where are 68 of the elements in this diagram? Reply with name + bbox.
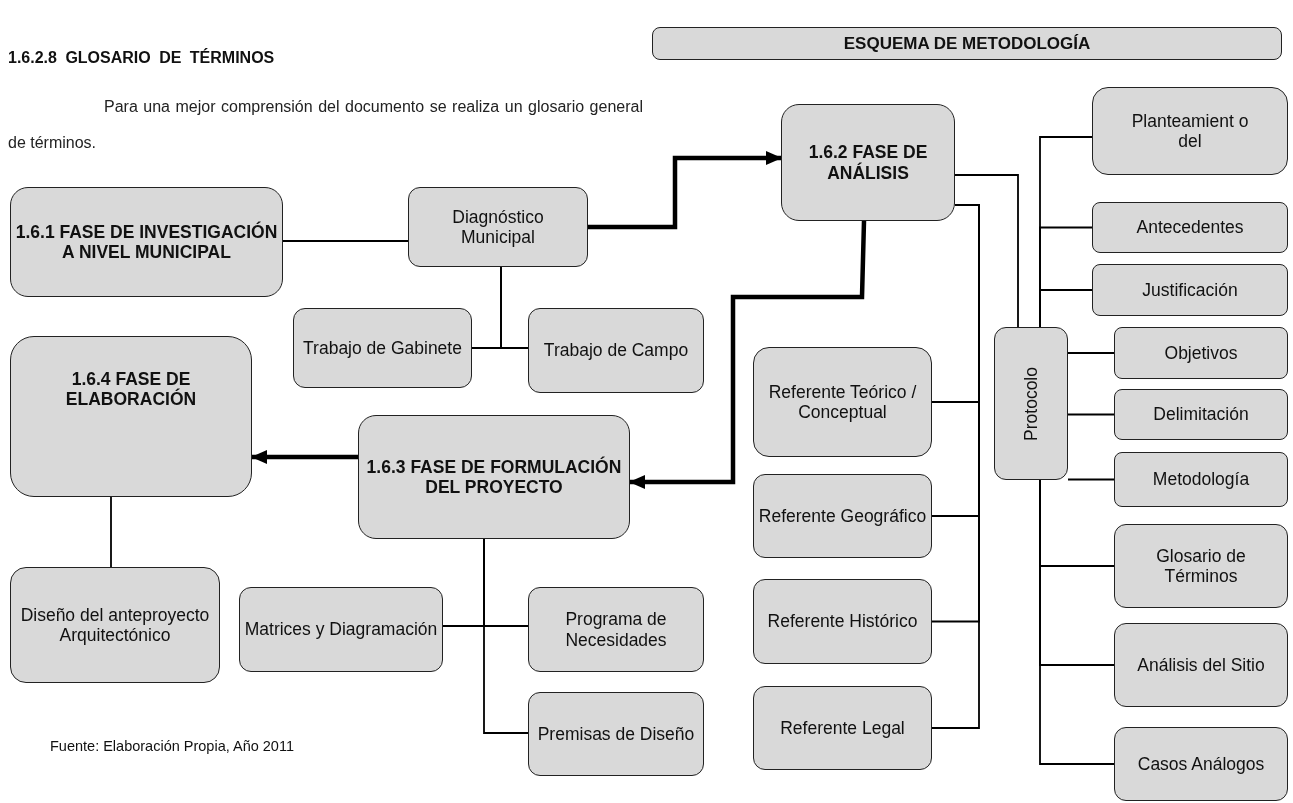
phase-box (10, 336, 252, 497)
source-caption: Fuente: Elaboración Propia, Año 2011 (50, 738, 294, 754)
topic-box (1092, 202, 1288, 253)
topic-box (10, 567, 220, 683)
connector-line (282, 240, 409, 242)
paragraph: Para una mejor comprensión del documento se realiza un glosario general de términos. (8, 97, 643, 153)
node-label: Justificación (1142, 279, 1238, 301)
topic-box (1114, 389, 1288, 440)
section-heading: 1.6.2.8 GLOSARIO DE TÉRMINOS (8, 49, 275, 67)
node-label: Matrices y Diagramación (244, 619, 438, 640)
node-label: Delimitación (1153, 404, 1249, 425)
phase-box (10, 187, 283, 297)
node-label: Casos Análogos (1137, 753, 1265, 775)
arrow (251, 450, 358, 464)
topic-box (528, 308, 704, 393)
connector-line (954, 174, 1019, 328)
topic-box (753, 579, 932, 664)
node-label: Programa de Necesidades (564, 609, 668, 650)
node-label: Glosario de Términos (1155, 545, 1247, 587)
node-label: Referente Histórico (767, 611, 918, 632)
topic-box (753, 686, 932, 770)
topic-box (1114, 727, 1288, 801)
topic-box (1114, 524, 1288, 608)
node-label: Diseño del anteproyecto Arquitectónico (19, 604, 211, 646)
node-label: Trabajo de Campo (543, 340, 689, 361)
connector-line (931, 204, 980, 729)
topic-box (753, 474, 932, 558)
connector-line (483, 538, 529, 734)
connector-line (1067, 352, 1115, 354)
node-label: Antecedentes (1136, 217, 1244, 238)
topic-box (1114, 327, 1288, 379)
topic-box (1114, 452, 1288, 507)
topic-box (528, 692, 704, 776)
topic-box (994, 327, 1068, 480)
node-label: 1.6.3 FASE DE FORMULACIÓN DEL PROYECTO (365, 456, 623, 498)
connector-line (110, 496, 112, 568)
connector-line (1067, 413, 1115, 416)
node-label: 1.6.4 FASE DE ELABORACIÓN (64, 369, 198, 410)
node-label: Protocolo (1020, 366, 1042, 441)
node-label: Referente Teórico / Conceptual (767, 381, 918, 423)
node-label: 1.6.1 FASE DE INVESTIGACIÓN A NIVEL MUNICIPAL (15, 221, 278, 263)
topic-box (753, 347, 932, 457)
node-label: Premisas de Diseño (537, 723, 695, 745)
topic-box (1114, 623, 1288, 707)
topic-box (239, 587, 443, 672)
connector-line (1039, 289, 1093, 328)
topic-box (528, 587, 704, 672)
title-text: ESQUEMA DE METODOLOGÍA (843, 33, 1091, 54)
node-label: Referente Geográfico (758, 505, 927, 527)
node-label: Planteamient o del (1130, 110, 1250, 152)
node-label: Análisis del Sitio (1137, 654, 1265, 676)
phase-box (358, 415, 630, 539)
arrow (588, 151, 782, 230)
topic-box (408, 187, 588, 267)
node-label: Trabajo de Gabinete (303, 337, 462, 359)
node-label: Referente Legal (780, 717, 905, 739)
topic-box (1092, 264, 1288, 316)
node-label: Diagnóstico Municipal (451, 206, 545, 248)
connector-line (1067, 478, 1115, 481)
node-label: Objetivos (1164, 342, 1238, 364)
node-label: Metodología (1152, 469, 1250, 490)
topic-box (1092, 87, 1288, 175)
arrow (629, 220, 867, 489)
connector-line (1039, 479, 1115, 765)
topic-box (293, 308, 472, 388)
phase-box (781, 104, 955, 221)
connector-line (500, 266, 529, 349)
node-label: 1.6.2 FASE DE ANÁLISIS (807, 142, 929, 183)
